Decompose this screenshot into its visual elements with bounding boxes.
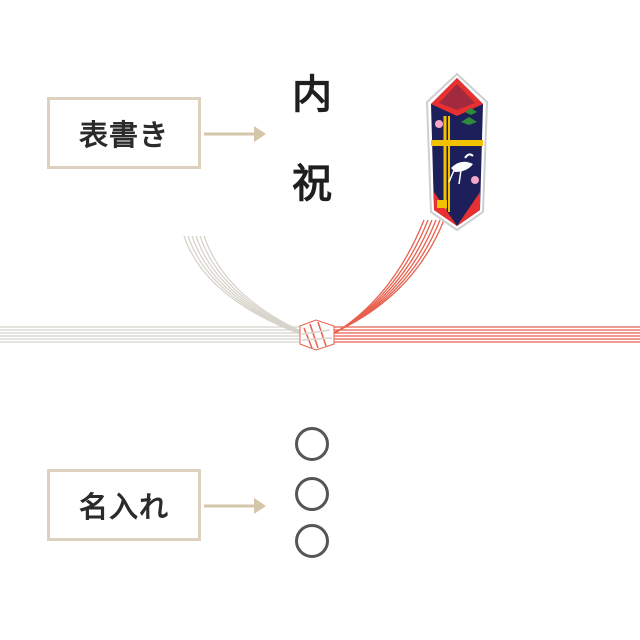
omotegaki-text-char-1: 内 bbox=[292, 71, 332, 118]
mizuhiki-knot bbox=[299, 319, 335, 351]
omotegaki-label: 表書き bbox=[47, 97, 201, 169]
naire-label: 名入れ bbox=[47, 469, 201, 541]
arrow-right-icon bbox=[204, 498, 266, 514]
name-placeholder-circle: ◯ bbox=[295, 524, 329, 558]
name-placeholder-circle: ◯ bbox=[295, 427, 329, 461]
arrow-right-icon bbox=[204, 126, 266, 142]
omotegaki-text-char-2: 祝 bbox=[292, 160, 332, 207]
name-placeholder-circle: ◯ bbox=[295, 477, 329, 511]
noshi-ornament-icon bbox=[425, 72, 489, 232]
